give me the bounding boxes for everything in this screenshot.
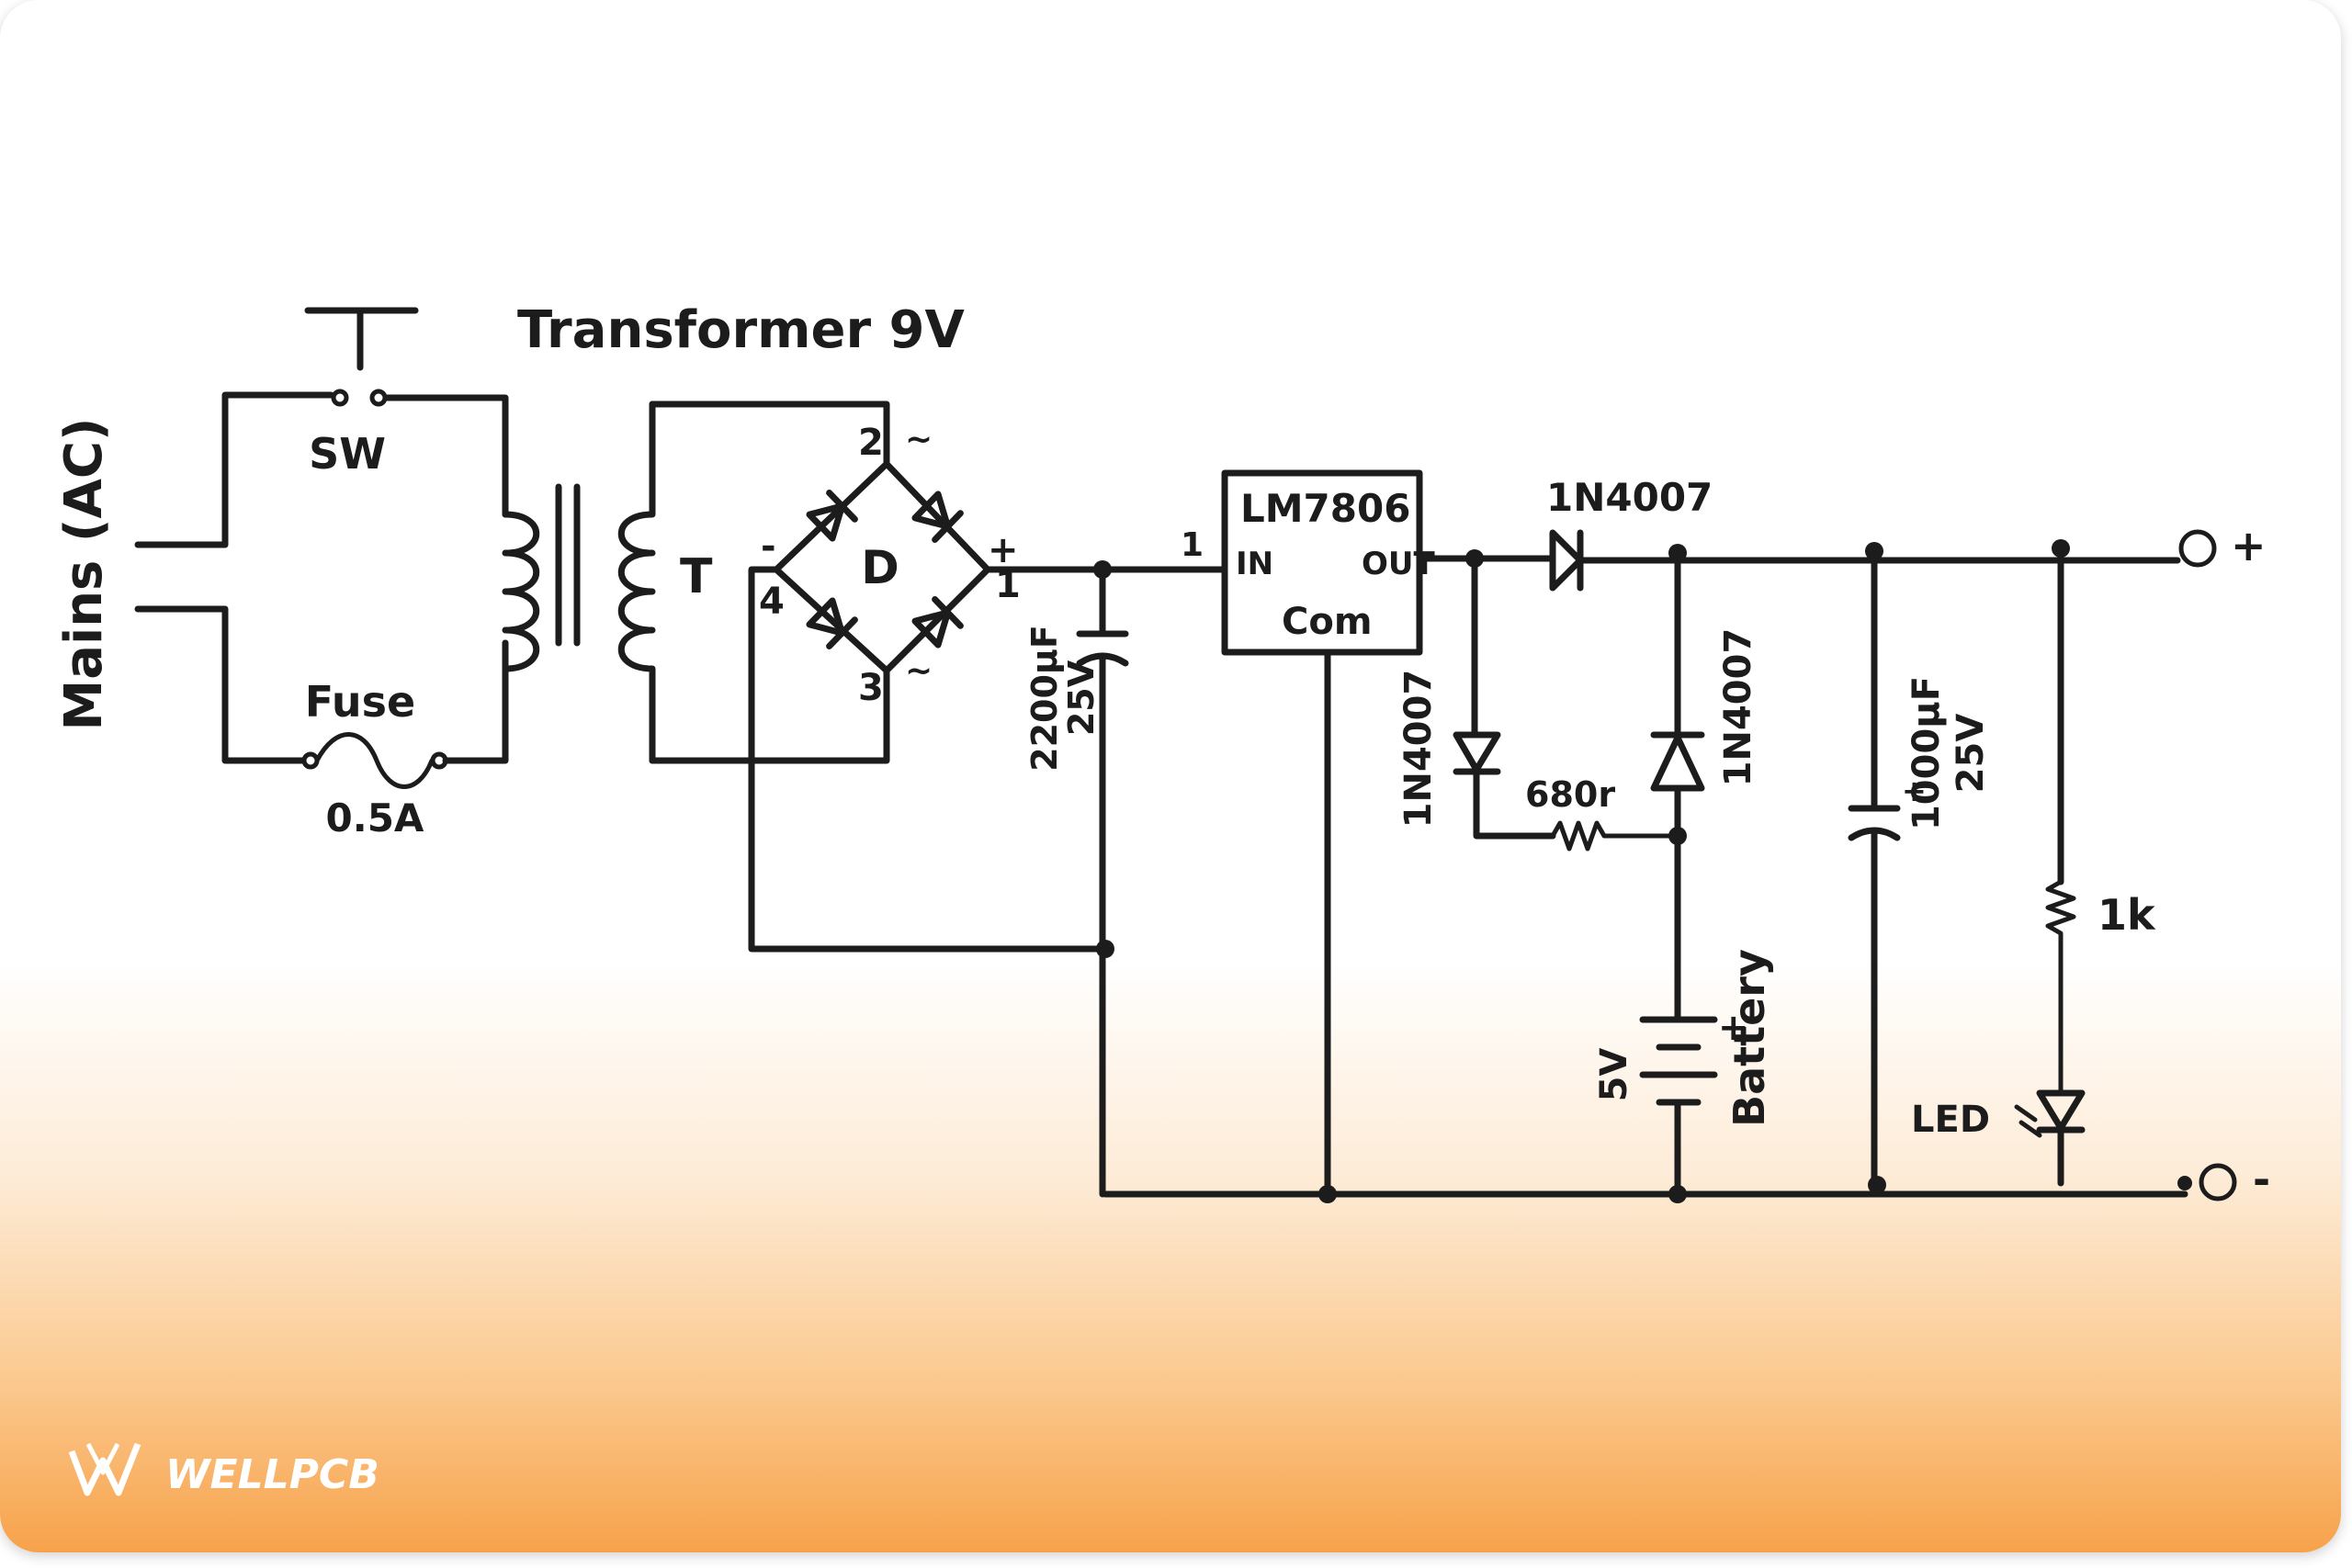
bridge-ac-top: ~	[905, 421, 933, 458]
regulator-name: LM7806	[1240, 486, 1410, 531]
output-cap-voltage: 25V	[1950, 714, 1992, 794]
bridge-pin-2: 2	[858, 422, 884, 464]
regulator-pin-com: Com	[1282, 601, 1373, 643]
bridge-diode-2	[911, 491, 964, 544]
bridge-pin-4: 4	[759, 581, 785, 623]
battery-plus: +	[1718, 1007, 1749, 1049]
bridge-ac-bottom: ~	[905, 652, 933, 690]
switch-label: SW	[309, 429, 386, 479]
output-cap-plus: +	[1902, 773, 1927, 808]
battery-voltage: 5V	[1593, 1048, 1635, 1102]
mains-input	[134, 391, 334, 764]
output-capacitor	[1848, 547, 1901, 1194]
bridge-rectifier	[649, 400, 1109, 953]
transformer	[502, 400, 656, 764]
regulator-lm7806	[1221, 469, 1423, 1203]
regulator-pin-number: 1	[1181, 526, 1204, 564]
charge-diode-right	[1650, 549, 1705, 1023]
bridge-diode-1	[806, 489, 858, 542]
wellpcb-logo: WELLPCB	[68, 1442, 379, 1498]
series-diode-label: 1N4007	[1546, 475, 1713, 520]
input-capacitor	[984, 560, 1228, 1198]
diode-left-label: 1N4007	[1397, 670, 1440, 829]
logo-text: WELLPCB	[165, 1451, 379, 1498]
output-plus-label: +	[2231, 521, 2267, 570]
led-indicator	[2014, 545, 2086, 1187]
bridge-plus-sign: +	[988, 529, 1019, 571]
bridge-diode-4	[911, 595, 964, 649]
output-cap-value: 1000µF	[1905, 676, 1948, 830]
transformer-label: T	[680, 549, 713, 604]
wellpcb-w-logo-icon	[68, 1442, 141, 1496]
regulator-pin-in: IN	[1236, 546, 1273, 582]
bridge-minus-sign: -	[761, 525, 776, 568]
charge-resistor-label: 680r	[1525, 774, 1615, 815]
charge-resistor	[1550, 820, 1680, 852]
input-cap-voltage: 25V	[1061, 660, 1102, 736]
battery	[1639, 1016, 1718, 1203]
battery-label: Battery	[1724, 949, 1774, 1127]
transformer-title: Transformer 9V	[517, 300, 966, 360]
fuse-label: Fuse	[305, 677, 415, 727]
output-rail	[1416, 529, 2217, 592]
bridge-pin-3: 3	[858, 667, 884, 709]
bridge-diode-3	[806, 597, 858, 650]
output-minus-label: -	[2253, 1155, 2270, 1204]
fuse-rating: 0.5A	[326, 795, 424, 840]
mains-label: Mains (AC)	[54, 417, 114, 730]
power-switch	[304, 307, 509, 518]
input-cap-value: 2200µF	[1024, 625, 1065, 772]
fuse	[301, 639, 509, 789]
bridge-label: D	[861, 541, 899, 594]
charge-diode-left	[1453, 555, 1556, 840]
regulator-pin-out: OUT	[1362, 546, 1436, 582]
led-resistor-label: 1k	[2098, 890, 2156, 940]
diode-right-label: 1N4007	[1717, 628, 1759, 787]
ground-rail	[1102, 1163, 2237, 1201]
led-label: LED	[1911, 1099, 1990, 1141]
